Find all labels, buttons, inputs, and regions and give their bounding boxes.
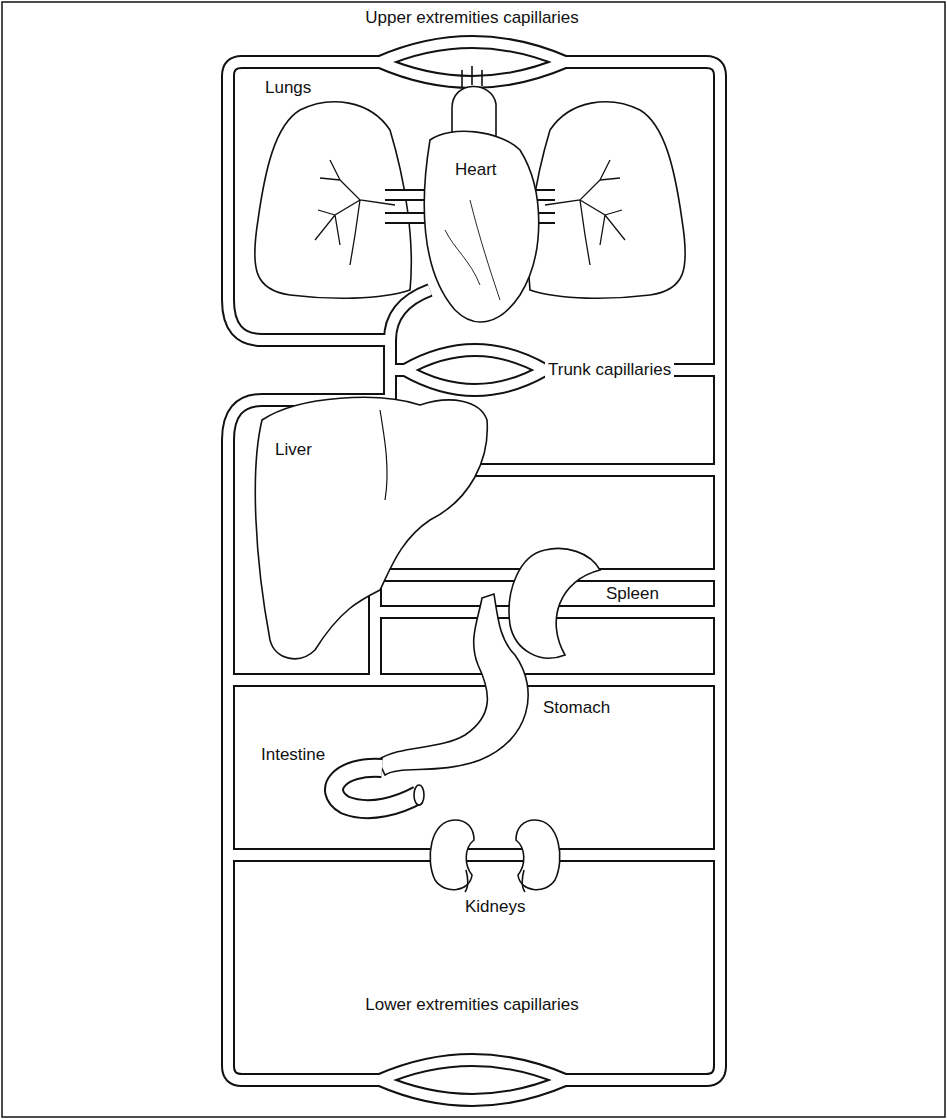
liver (255, 397, 487, 658)
organ-label: Spleen (603, 584, 662, 604)
heart (424, 66, 539, 322)
liver-lobe-line (380, 410, 387, 500)
organ-label: Stomach (540, 698, 613, 718)
capillary-label: Upper extremities capillaries (362, 8, 582, 28)
stomach (378, 594, 528, 775)
organ-label: Lungs (262, 78, 314, 98)
organ-label: Heart (452, 160, 500, 180)
intestine (334, 768, 424, 809)
organ-label: Intestine (258, 745, 328, 765)
kidneys (430, 820, 560, 892)
organ-label: Kidneys (462, 897, 528, 917)
vessel-walls (228, 42, 720, 1100)
spleen (509, 548, 600, 658)
capillary-label: Trunk capillaries (545, 360, 674, 380)
organ-label: Liver (272, 440, 315, 460)
capillary-label: Lower extremities capillaries (362, 995, 582, 1015)
vessel-lumen (228, 42, 720, 1100)
